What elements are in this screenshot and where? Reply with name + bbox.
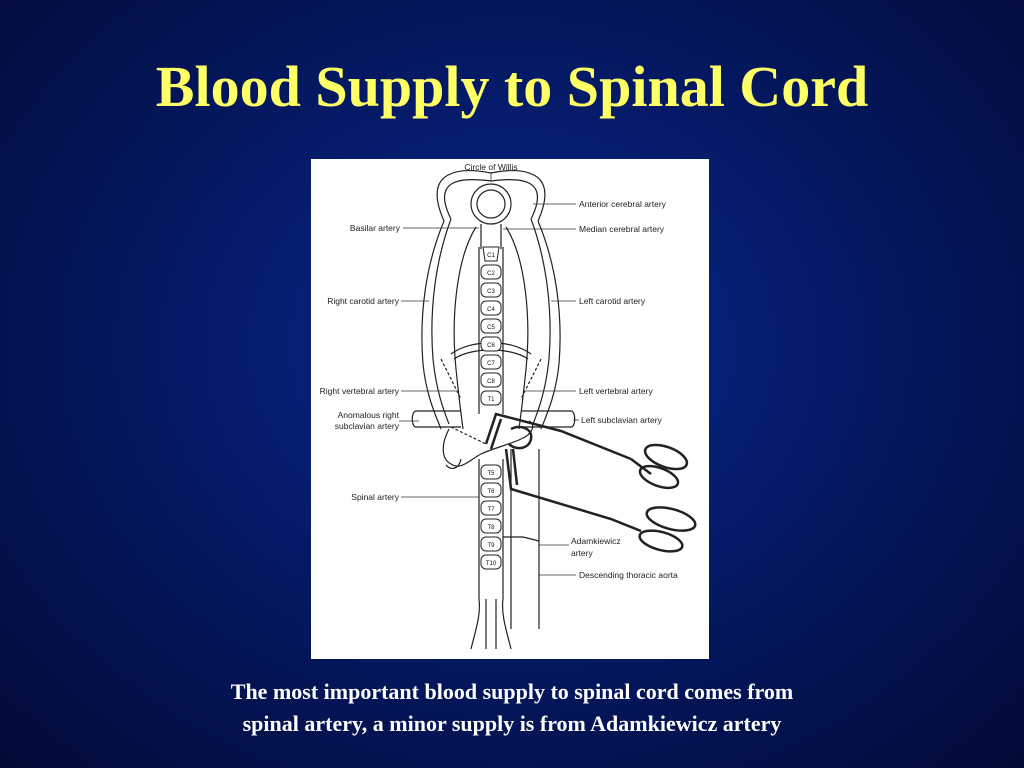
label-spinal-artery: Spinal artery <box>351 492 399 502</box>
label-left-carotid-artery: Left carotid artery <box>579 296 646 306</box>
label-basilar-artery: Basilar artery <box>350 223 401 233</box>
vertebra-t9: T9 <box>487 543 495 549</box>
caption-line-2: spinal artery, a minor supply is from Ad… <box>242 711 782 736</box>
label-left-vertebral-artery: Left vertebral artery <box>579 386 653 396</box>
vertebra-t5: T5 <box>487 471 495 477</box>
circle-of-willis-shape <box>470 183 512 225</box>
label-anomalous-right-line2: subclavian artery <box>335 421 400 431</box>
diagram-svg: C1 C2 C3 C4 C5 C6 C7 C8 T1 T5 T6 T7 T8 T… <box>320 162 697 650</box>
vertebra-c4: C4 <box>487 307 495 313</box>
vertebra-c7: C7 <box>487 361 495 367</box>
vertebra-t8: T8 <box>487 525 495 531</box>
clamp-forceps-illustration <box>484 412 697 553</box>
label-adamkiewicz-line2: artery <box>571 548 593 558</box>
vertebra-c3: C3 <box>487 289 495 295</box>
label-right-carotid-artery: Right carotid artery <box>327 296 400 306</box>
vertebra-t1: T1 <box>487 397 495 403</box>
vertebra-c5: C5 <box>487 325 495 331</box>
vertebra-c1: C1 <box>487 253 495 259</box>
spinal-cord-diagram: C1 C2 C3 C4 C5 C6 C7 C8 T1 T5 T6 T7 T8 T… <box>311 159 709 659</box>
vertebra-c8: C8 <box>487 379 495 385</box>
label-right-vertebral-artery: Right vertebral artery <box>320 386 400 396</box>
label-anomalous-right-line1: Anomalous right <box>338 410 400 420</box>
vertebra-t6: T6 <box>487 489 495 495</box>
vertebra-t7: T7 <box>487 507 495 513</box>
vertebra-t10: T10 <box>486 561 497 567</box>
label-adamkiewicz-line1: Adamkiewicz <box>571 536 621 546</box>
caption-line-1: The most important blood supply to spina… <box>230 679 794 704</box>
slide-title: Blood Supply to Spinal Cord <box>155 54 869 119</box>
slide-caption: The most important blood supply to spina… <box>100 676 924 740</box>
vertebra-c2: C2 <box>487 271 495 277</box>
label-descending-thoracic-aorta: Descending thoracic aorta <box>579 570 678 580</box>
label-circle-of-willis: Circle of Willis <box>464 162 517 172</box>
label-anterior-cerebral-artery: Anterior cerebral artery <box>579 199 667 209</box>
label-left-subclavian-artery: Left subclavian artery <box>581 415 663 425</box>
vertebra-c6: C6 <box>487 343 495 349</box>
label-median-cerebral-artery: Median cerebral artery <box>579 224 665 234</box>
